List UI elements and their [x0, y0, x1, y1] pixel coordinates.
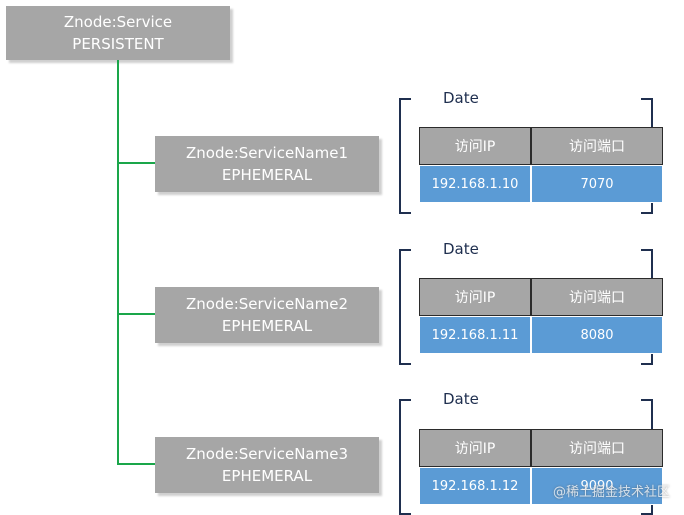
child-node-3: Znode:ServiceName3 EPHEMERAL [155, 437, 379, 493]
branch-line-2 [117, 313, 155, 315]
table-header-port: 访问端口 [531, 278, 663, 316]
group-bracket-left-2 [399, 249, 411, 365]
child-node-1: Znode:ServiceName1 EPHEMERAL [155, 136, 379, 192]
child-node-type: EPHEMERAL [221, 166, 313, 184]
table-cell-ip: 192.168.1.12 [419, 467, 531, 505]
group-label-1: Date [441, 89, 481, 107]
data-table-2: 访问IP 访问端口 192.168.1.11 8080 [419, 278, 663, 354]
table-header-port: 访问端口 [531, 127, 663, 165]
root-node-title: Znode:Service [63, 13, 173, 31]
table-cell-port: 9090 [531, 467, 663, 505]
table-cell-ip: 192.168.1.11 [419, 316, 531, 354]
child-node-type: EPHEMERAL [221, 467, 313, 485]
child-node-title: Znode:ServiceName2 [186, 295, 348, 313]
table-header-ip: 访问IP [419, 278, 531, 316]
branch-line-3 [117, 463, 155, 465]
table-header-port: 访问端口 [531, 429, 663, 467]
group-bracket-left-1 [399, 98, 411, 214]
group-bracket-left-3 [399, 399, 411, 515]
root-node: Znode:Service PERSISTENT [6, 6, 230, 60]
group-label-2: Date [441, 240, 481, 258]
table-cell-ip: 192.168.1.10 [419, 165, 531, 203]
group-label-3: Date [441, 390, 481, 408]
data-table-1: 访问IP 访问端口 192.168.1.10 7070 [419, 127, 663, 203]
table-cell-port: 8080 [531, 316, 663, 354]
child-node-title: Znode:ServiceName3 [186, 445, 348, 463]
table-header-ip: 访问IP [419, 429, 531, 467]
branch-line-1 [117, 162, 155, 164]
data-table-3: 访问IP 访问端口 192.168.1.12 9090 [419, 429, 663, 505]
tree-trunk-line [117, 60, 119, 463]
table-cell-port: 7070 [531, 165, 663, 203]
root-node-type: PERSISTENT [72, 35, 164, 53]
child-node-2: Znode:ServiceName2 EPHEMERAL [155, 287, 379, 343]
table-header-ip: 访问IP [419, 127, 531, 165]
watermark-text: @稀土掘金技术社区 [552, 485, 670, 500]
child-node-title: Znode:ServiceName1 [186, 144, 348, 162]
child-node-type: EPHEMERAL [221, 317, 313, 335]
